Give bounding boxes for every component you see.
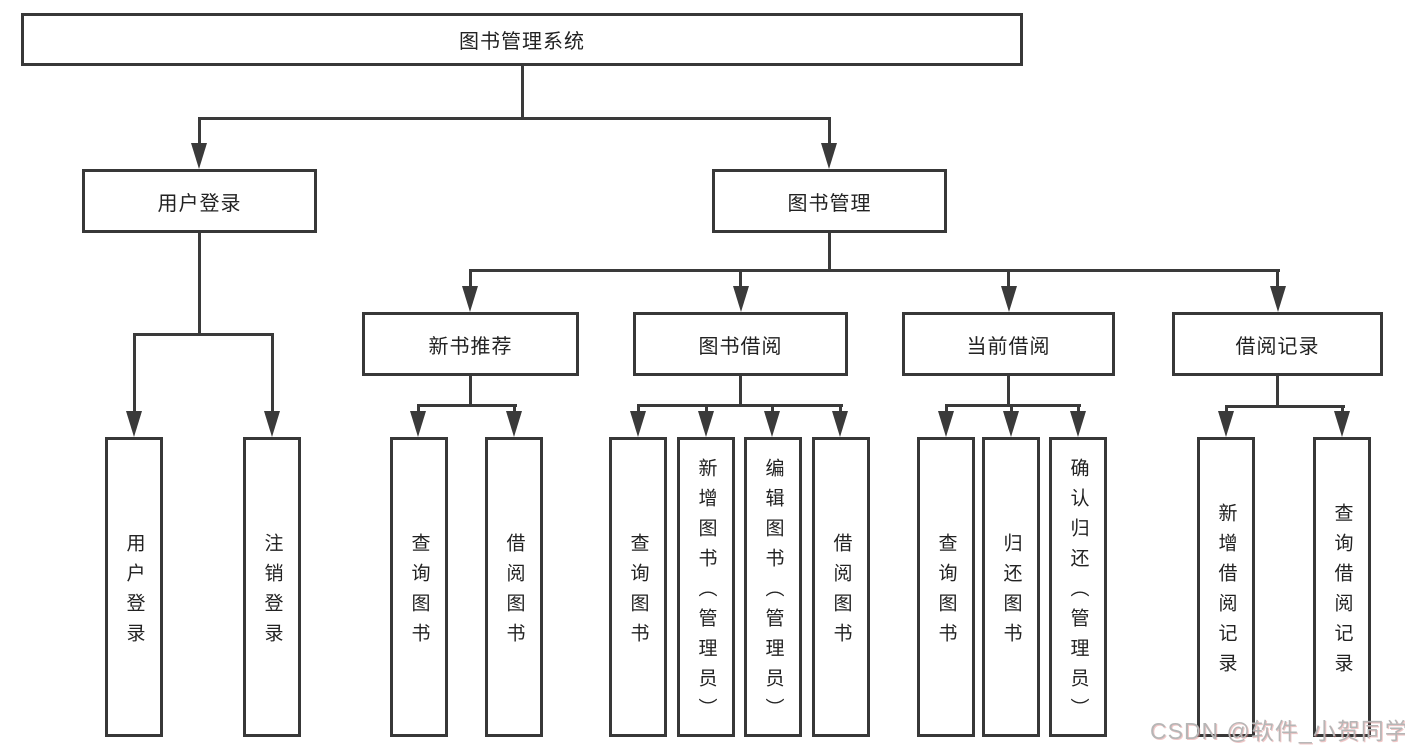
- leaf-borrow-books-recommend: 借阅图书: [485, 437, 543, 737]
- connector-line: [133, 333, 136, 413]
- leaf-query-books-borrow-label: 查询图书: [627, 532, 649, 653]
- connector-line: [771, 404, 774, 416]
- connector-line: [1010, 404, 1013, 416]
- connector-line: [828, 117, 831, 147]
- node-user-login: 用户登录: [82, 169, 317, 233]
- arrowhead-icon: [630, 411, 646, 437]
- leaf-query-borrow-record-label: 查询借阅记录: [1331, 502, 1353, 683]
- arrowhead-icon: [462, 286, 478, 312]
- connector-line: [839, 404, 842, 416]
- arrowhead-icon: [1218, 411, 1234, 437]
- connector-line: [739, 376, 742, 406]
- leaf-query-books-recommend-label: 查询图书: [408, 532, 430, 653]
- connector-line: [198, 233, 201, 335]
- leaf-return-books-label: 归还图书: [1000, 532, 1022, 653]
- connector-line: [469, 269, 472, 289]
- leaf-add-books-admin: 新增图书（管理员）: [677, 437, 735, 737]
- connector-line: [513, 404, 516, 416]
- connector-line: [637, 404, 843, 407]
- arrowhead-icon: [733, 286, 749, 312]
- arrowhead-icon: [764, 411, 780, 437]
- connector-line: [945, 404, 1081, 407]
- leaf-return-books: 归还图书: [982, 437, 1040, 737]
- connector-line: [1007, 269, 1010, 289]
- connector-line: [521, 65, 524, 119]
- leaf-borrow-books-label: 借阅图书: [830, 532, 852, 653]
- arrowhead-icon: [506, 411, 522, 437]
- node-current-borrow: 当前借阅: [902, 312, 1115, 376]
- arrowhead-icon: [1001, 286, 1017, 312]
- arrowhead-icon: [264, 411, 280, 437]
- node-book-management: 图书管理: [712, 169, 947, 233]
- leaf-confirm-return-admin: 确认归还（管理员）: [1049, 437, 1107, 737]
- arrowhead-icon: [126, 411, 142, 437]
- node-borrow-records: 借阅记录: [1172, 312, 1383, 376]
- connector-line: [705, 404, 708, 416]
- connector-line: [271, 333, 274, 413]
- arrowhead-icon: [1334, 411, 1350, 437]
- arrowhead-icon: [832, 411, 848, 437]
- arrowhead-icon: [191, 143, 207, 169]
- arrowhead-icon: [1070, 411, 1086, 437]
- leaf-add-borrow-record: 新增借阅记录: [1197, 437, 1255, 737]
- connector-line: [469, 269, 1280, 272]
- connector-line: [133, 333, 274, 336]
- leaf-query-borrow-record: 查询借阅记录: [1313, 437, 1371, 737]
- connector-line: [469, 376, 472, 406]
- leaf-edit-books-admin: 编辑图书（管理员）: [744, 437, 802, 737]
- leaf-edit-books-admin-label: 编辑图书（管理员）: [762, 457, 784, 728]
- connector-line: [417, 404, 420, 416]
- connector-line: [945, 404, 948, 416]
- leaf-query-books-recommend: 查询图书: [390, 437, 448, 737]
- connector-line: [637, 404, 640, 416]
- leaf-query-books-borrow: 查询图书: [609, 437, 667, 737]
- connector-line: [198, 117, 831, 120]
- watermark: CSDN @软件_小贺同学: [1150, 718, 1405, 744]
- arrowhead-icon: [1003, 411, 1019, 437]
- leaf-query-books-current-label: 查询图书: [935, 532, 957, 653]
- leaf-user-login-label: 用户登录: [123, 532, 145, 653]
- leaf-user-login: 用户登录: [105, 437, 163, 737]
- leaf-borrow-books-recommend-label: 借阅图书: [503, 532, 525, 653]
- connector-line: [1276, 269, 1279, 289]
- connector-line: [1225, 405, 1345, 408]
- arrowhead-icon: [1270, 286, 1286, 312]
- connector-line: [739, 269, 742, 289]
- leaf-logout-label: 注销登录: [261, 532, 283, 653]
- connector-line: [828, 233, 831, 271]
- leaf-logout: 注销登录: [243, 437, 301, 737]
- connector-line: [198, 117, 201, 147]
- leaf-query-books-current: 查询图书: [917, 437, 975, 737]
- leaf-add-borrow-record-label: 新增借阅记录: [1215, 502, 1237, 683]
- connector-line: [1276, 376, 1279, 407]
- arrowhead-icon: [938, 411, 954, 437]
- arrowhead-icon: [698, 411, 714, 437]
- node-new-book-recommend: 新书推荐: [362, 312, 579, 376]
- leaf-borrow-books: 借阅图书: [812, 437, 870, 737]
- connector-line: [1007, 376, 1010, 406]
- node-book-borrow: 图书借阅: [633, 312, 848, 376]
- node-library-system: 图书管理系统: [21, 13, 1023, 66]
- connector-line: [417, 404, 517, 407]
- leaf-add-books-admin-label: 新增图书（管理员）: [695, 457, 717, 728]
- arrowhead-icon: [410, 411, 426, 437]
- connector-line: [1077, 404, 1080, 416]
- arrowhead-icon: [821, 143, 837, 169]
- leaf-confirm-return-admin-label: 确认归还（管理员）: [1067, 457, 1089, 728]
